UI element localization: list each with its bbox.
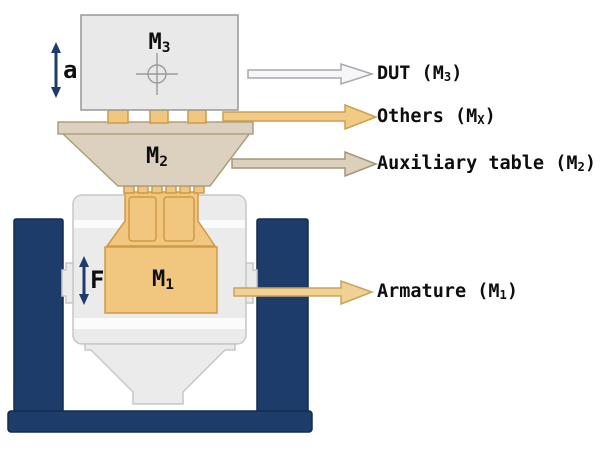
m1-label: M1	[152, 267, 174, 293]
callout-label-armature: Armature (M1)	[377, 281, 519, 303]
tooth	[123, 185, 135, 194]
callout-arrow-dut	[247, 62, 375, 86]
stud	[107, 109, 129, 124]
fixture-studs	[107, 109, 207, 124]
force-arrow-icon	[79, 256, 89, 305]
stud	[187, 109, 207, 124]
armature-panel-left	[128, 196, 157, 242]
tooth	[165, 185, 177, 194]
callout-arrow-others	[222, 103, 379, 131]
table-plate	[57, 121, 254, 135]
mounting-tab-left	[61, 262, 74, 304]
mounting-tab-right	[245, 262, 258, 304]
crosshair-icon	[136, 53, 178, 95]
force-label: F	[90, 266, 105, 294]
tooth	[179, 185, 191, 194]
armature-mass-m1	[104, 246, 218, 314]
callout-label-dut: DUT (M3)	[377, 63, 463, 85]
bottom-funnel	[84, 343, 236, 405]
callout-label-auxiliary-table: Auxiliary table (M2)	[377, 153, 596, 175]
tooth	[151, 185, 163, 194]
armature-panel-right	[163, 196, 195, 242]
body-stripe	[74, 318, 245, 329]
dut-mass-m3	[80, 14, 239, 111]
base-plate	[7, 410, 313, 433]
m2-label: M2	[146, 144, 168, 170]
tooth	[193, 185, 205, 194]
callout-arrow-armature	[233, 279, 375, 306]
callout-arrow-auxiliary-table	[231, 150, 379, 178]
trunnion-left	[13, 218, 64, 413]
callout-label-others: Others (MX)	[377, 106, 496, 128]
tooth	[137, 185, 149, 194]
trunnion-right	[256, 218, 309, 413]
stud	[149, 109, 169, 124]
m3-label: M3	[148, 30, 171, 56]
accel-label: a	[63, 56, 78, 84]
acceleration-arrow-icon	[51, 42, 61, 98]
